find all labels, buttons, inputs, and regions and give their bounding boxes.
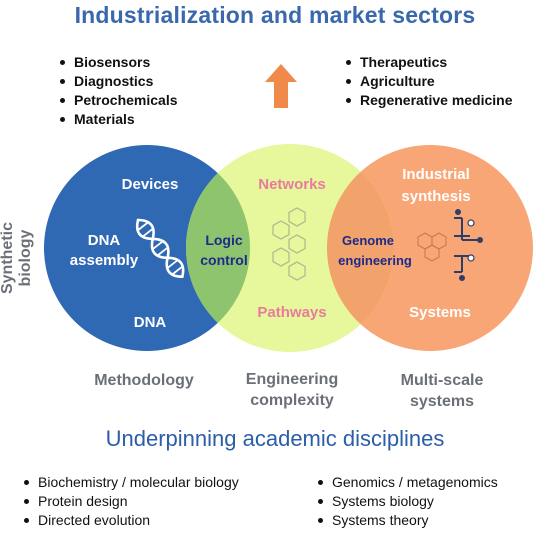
- label-industrial-synthesis-line2: synthesis: [401, 188, 470, 205]
- caption-line: complexity: [250, 392, 334, 409]
- caption-multiscale-systems: Multi-scale systems: [372, 370, 512, 412]
- market-item: Agriculture: [344, 72, 513, 91]
- dna-helix-icon: [135, 218, 185, 279]
- market-item: Diagnostics: [58, 72, 178, 91]
- label-dna: DNA: [134, 314, 167, 331]
- title-bottom: Underpinning academic disciplines: [105, 426, 445, 451]
- hexagon-circuit-icon: [417, 209, 483, 281]
- circle-methodology: [44, 145, 250, 351]
- up-arrow-icon: [265, 64, 297, 108]
- market-item: Regenerative medicine: [344, 91, 513, 110]
- caption-methodology: Methodology: [64, 370, 224, 391]
- market-item: Materials: [58, 110, 178, 129]
- discipline-item: Biochemistry / molecular biology: [22, 473, 239, 492]
- label-networks: Networks: [258, 176, 326, 193]
- label-pathways: Pathways: [257, 304, 326, 321]
- discipline-list-left: Biochemistry / molecular biology Protein…: [22, 473, 239, 530]
- overlap-genome-engineering: [327, 145, 394, 351]
- discipline-item: Directed evolution: [22, 511, 239, 530]
- hexagon-network-icon: [272, 207, 306, 281]
- label-logic-control-line1: Logic: [205, 232, 243, 248]
- caption-line: Multi-scale: [400, 372, 484, 389]
- market-item: Therapeutics: [344, 53, 513, 72]
- caption-line: systems: [409, 393, 475, 410]
- market-list-left: Biosensors Diagnostics Petrochemicals Ma…: [58, 53, 178, 129]
- label-genome-engineering-line2: engineering: [338, 253, 412, 268]
- label-dna-assembly-line2: assembly: [70, 252, 139, 269]
- market-item: Biosensors: [58, 53, 178, 72]
- label-genome-engineering-line1: Genome: [342, 233, 394, 248]
- discipline-item: Systems biology: [316, 492, 498, 511]
- caption-line: Engineering: [245, 371, 339, 388]
- discipline-item: Genomics / metagenomics: [316, 473, 498, 492]
- label-dna-assembly-line1: DNA: [88, 232, 121, 249]
- caption-engineering-complexity: Engineering complexity: [212, 369, 372, 411]
- caption-line: Methodology: [94, 372, 194, 389]
- label-industrial-synthesis-line1: Industrial: [402, 166, 470, 183]
- title-top: Industrialization and market sectors: [74, 2, 476, 28]
- discipline-item: Protein design: [22, 492, 239, 511]
- discipline-item: Systems theory: [316, 511, 498, 530]
- label-logic-control-line2: control: [200, 252, 247, 268]
- discipline-list-right: Genomics / metagenomics Systems biology …: [316, 473, 498, 530]
- label-systems: Systems: [409, 304, 471, 321]
- label-devices: Devices: [122, 176, 179, 193]
- market-item: Petrochemicals: [58, 91, 178, 110]
- market-list-right: Therapeutics Agriculture Regenerative me…: [344, 53, 513, 110]
